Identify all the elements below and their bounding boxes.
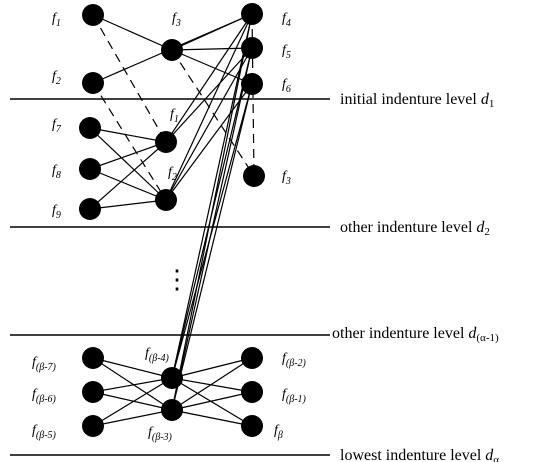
edge-C2a-R1a	[165, 13, 253, 143]
label-f-beta-1: f(β-1)	[282, 387, 307, 405]
edge-L2a-C2b	[89, 127, 167, 201]
edge-L2b-C2b	[89, 168, 167, 201]
level-labels: initial indenture level d1 other indentu…	[332, 91, 499, 462]
edge-C4a-R4b	[171, 377, 253, 393]
label-f9: f9	[52, 203, 61, 221]
level-label-d2: other indenture level d2	[340, 219, 490, 238]
label-f1-mid: f1	[170, 107, 179, 125]
label-f-beta-5: f(β-5)	[32, 423, 57, 441]
label-f8: f8	[52, 163, 61, 181]
edge-C4b-R4a	[171, 357, 253, 411]
level-label-d-alpha: lowest indenture level dα	[340, 447, 499, 462]
dashed-edge-C1-R2	[171, 49, 255, 177]
node-L1b	[82, 72, 104, 94]
node-L2b	[79, 158, 101, 180]
edge-C4b-R1a	[171, 13, 253, 411]
edge-C1-R1b	[171, 47, 253, 51]
node-C4b	[161, 399, 183, 421]
label-f-beta-3: f(β-3)	[148, 425, 173, 443]
label-f2: f2	[52, 69, 61, 87]
edge-C4a-R4c	[171, 377, 253, 427]
node-R2	[243, 165, 265, 187]
edge-C4b-R4b	[171, 391, 253, 411]
edge-L2a-C2a	[89, 127, 167, 143]
level-label-d1: initial indenture level d1	[340, 91, 494, 110]
node-C2b	[155, 189, 177, 211]
label-f-beta-2: f(β-2)	[282, 351, 307, 369]
edge-L4a-C4b	[92, 357, 173, 411]
node-L4c	[82, 415, 104, 437]
node-C1	[161, 39, 183, 61]
node-R4b	[241, 381, 263, 403]
label-f6: f6	[282, 77, 291, 95]
label-f4: f4	[282, 11, 291, 29]
label-f-beta-6: f(β-6)	[32, 387, 57, 405]
edges	[89, 13, 255, 427]
edge-C4a-R1a	[171, 13, 253, 379]
node-L4b	[82, 381, 104, 403]
node-labels: f1 f2 f3 f4 f5 f6 f7 f8 f9 f1 f2 f3 f(β-…	[32, 11, 307, 443]
label-f-beta-7: f(β-7)	[32, 355, 57, 373]
level-label-d-alpha-1: other indenture level d(α-1)	[332, 325, 499, 344]
edge-L2b-C2a	[89, 141, 167, 170]
edge-L4c-C4a	[92, 377, 173, 427]
edge-L2c-C2a	[89, 141, 167, 210]
node-R4c	[241, 415, 263, 437]
edge-L1a-C1	[92, 14, 173, 51]
node-L2a	[79, 117, 101, 139]
node-R4a	[241, 347, 263, 369]
node-L1a	[82, 4, 104, 26]
label-f1: f1	[52, 11, 61, 29]
label-f-beta: fβ	[274, 423, 283, 441]
edge-L4c-C4b	[92, 409, 173, 427]
edge-C4a-R4a	[171, 357, 253, 379]
node-C4a	[161, 367, 183, 389]
edge-C2b-R1b	[165, 47, 253, 201]
dashed-edge-L1b-C2b	[92, 82, 167, 201]
node-L2c	[79, 198, 101, 220]
edge-L4b-C4b	[92, 391, 173, 411]
label-f7: f7	[52, 117, 62, 135]
edge-C4b-R1b	[171, 47, 253, 411]
vertical-ellipsis: ⋮	[164, 265, 190, 294]
edge-L4b-C4a	[92, 377, 173, 393]
label-f2-mid: f2	[168, 165, 177, 183]
node-R1b	[241, 37, 263, 59]
edge-C4b-R4c	[171, 409, 253, 427]
label-f-beta-4: f(β-4)	[145, 346, 170, 364]
edge-L4a-C4a	[92, 357, 173, 379]
level-lines	[10, 98, 330, 456]
label-f3-top: f3	[172, 11, 181, 29]
node-R1a	[241, 3, 263, 25]
label-f3-mid: f3	[282, 169, 291, 187]
edge-L2c-C2b	[89, 199, 167, 210]
nodes	[79, 3, 265, 437]
node-R1c	[241, 73, 263, 95]
dashed-edge-L1a-C2a	[92, 14, 167, 143]
dashed-edge-R1a-R2	[251, 13, 255, 177]
edge-C4b-R1c	[171, 83, 253, 411]
label-f5: f5	[282, 43, 291, 61]
edge-C2a-R1b	[165, 47, 253, 143]
edge-C2b-R1c	[165, 83, 253, 201]
node-C2a	[155, 131, 177, 153]
node-L4a	[82, 347, 104, 369]
